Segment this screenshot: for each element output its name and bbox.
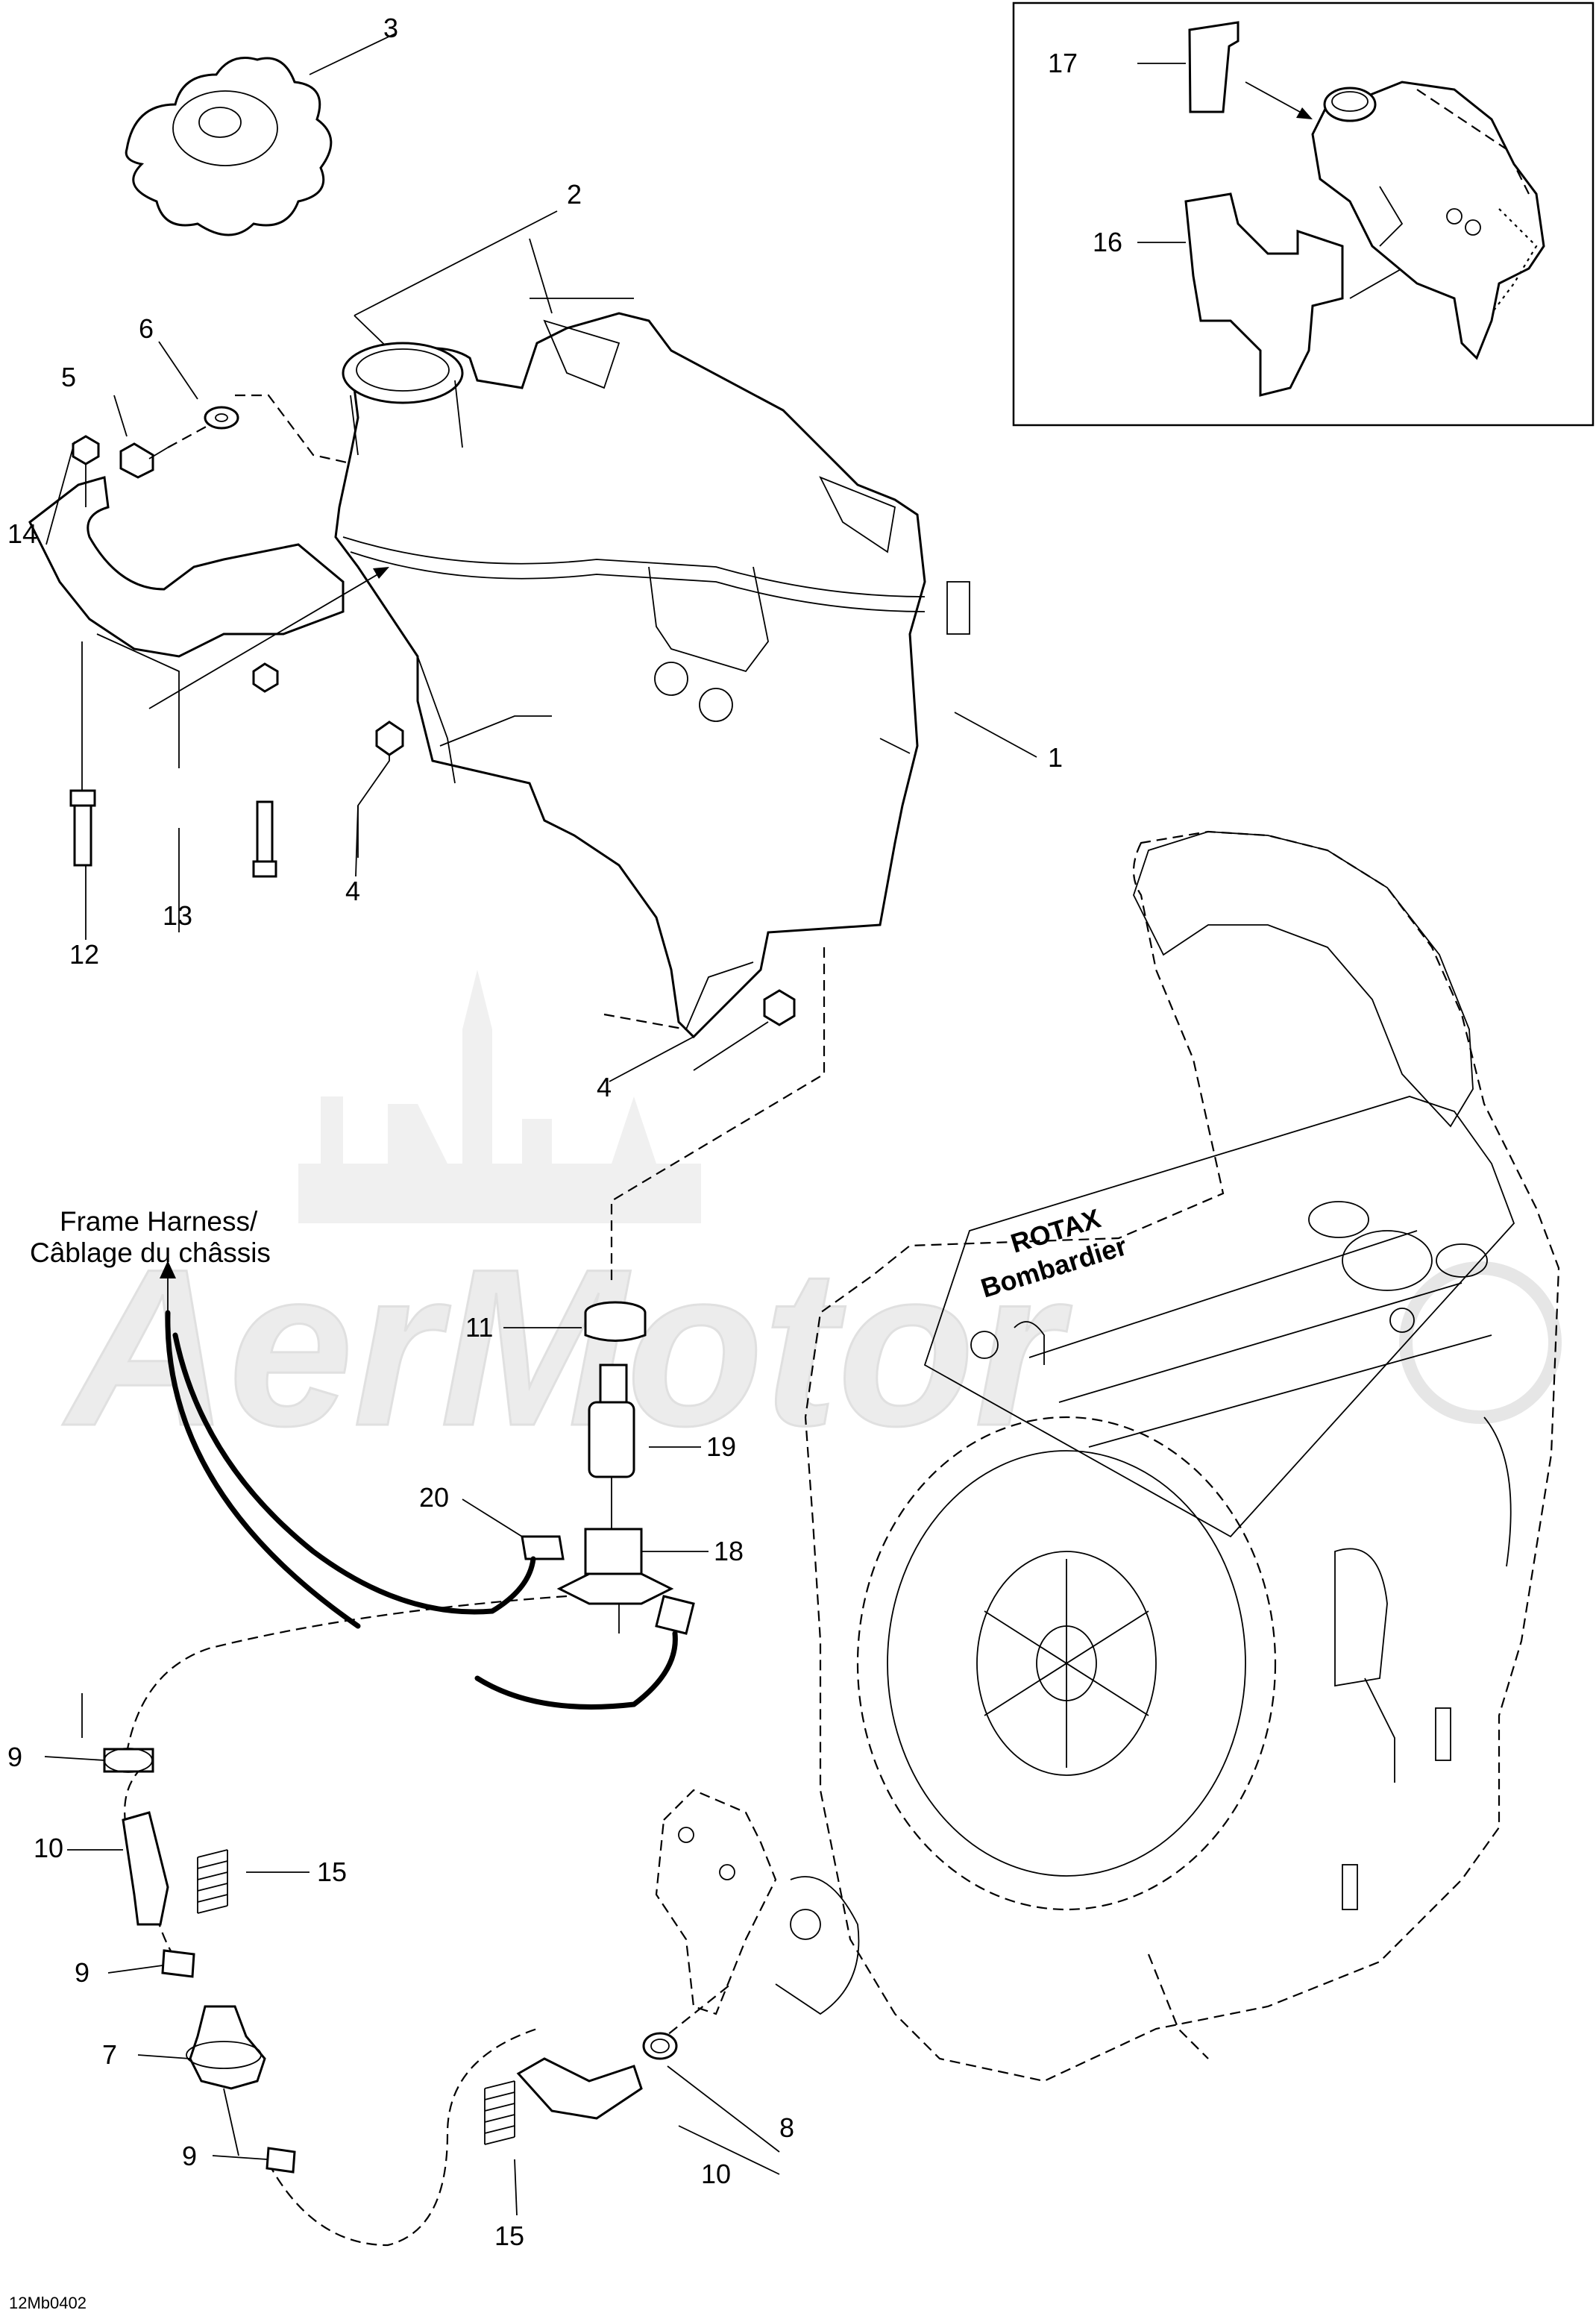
nut-part-14b <box>252 662 279 693</box>
callout-9-c: 9 <box>182 2141 197 2171</box>
fuel-pickup-part-19 <box>588 1363 635 1529</box>
connector-part-20b <box>655 1595 695 1635</box>
watermark: AerMotor <box>59 970 1562 1474</box>
callout-5: 5 <box>61 362 76 392</box>
inset-tank <box>1311 81 1545 360</box>
callout-11: 11 <box>465 1312 493 1343</box>
clamp-part-9c <box>266 2147 296 2174</box>
callout-19: 19 <box>706 1431 736 1462</box>
arrow-17 <box>1245 81 1307 116</box>
fuel-cap-part-3 <box>125 57 333 236</box>
tank-filler-neck <box>342 342 464 404</box>
hose-part-10b <box>516 2057 643 2120</box>
fuel-pump <box>655 1789 860 2015</box>
fuel-filter-part-7 <box>186 2005 266 2156</box>
watermark-church-silhouette <box>298 970 701 1223</box>
harness-label-line1: Frame Harness/ <box>60 1206 258 1237</box>
arrow-head-17 <box>1296 107 1313 119</box>
leader-2 <box>354 210 558 316</box>
callout-9-a: 9 <box>7 1742 22 1772</box>
bolt-part-5 <box>119 442 169 479</box>
callout-4-upper: 4 <box>345 876 360 906</box>
grommet-part-11 <box>584 1301 647 1342</box>
callout-3: 3 <box>383 13 398 43</box>
callout-9-b: 9 <box>75 1957 89 1988</box>
leader-lines <box>44 33 1186 2216</box>
callout-18: 18 <box>714 1536 744 1566</box>
connector-part-20 <box>521 1535 565 1560</box>
callout-2: 2 <box>567 179 582 210</box>
shield-part-12 <box>28 476 345 768</box>
clamp-part-9a <box>103 1748 154 1773</box>
callout-10-a: 10 <box>34 1833 63 1863</box>
callout-12: 13 <box>163 900 192 931</box>
nut-part-14 <box>72 435 100 507</box>
callout-20: 20 <box>419 1482 449 1513</box>
callout-6: 6 <box>139 313 154 344</box>
inset-tank-filler-neck <box>1323 87 1377 122</box>
nut-part-4b <box>693 989 796 1071</box>
callout-numbers: 3 2 1 6 5 14 4 13 12 4 11 19 20 18 9 10 … <box>7 13 1122 2251</box>
watermark-wheel <box>1399 1261 1562 1424</box>
decal-part-17 <box>1188 21 1240 113</box>
sensor-part-18 <box>556 1528 674 1634</box>
gasket-part-16 <box>1184 192 1344 397</box>
callout-15-a: 15 <box>317 1857 347 1887</box>
nut-part-4a <box>357 721 404 858</box>
callout-13: 12 <box>69 939 99 970</box>
inset-panel <box>1012 1 1595 427</box>
callout-10-b: 10 <box>701 2159 731 2189</box>
engine-flywheel <box>856 1416 1277 1911</box>
clamp-part-8 <box>642 2032 678 2060</box>
diagram-code: 12Mb0402 <box>9 2294 87 2312</box>
callout-16: 16 <box>1093 227 1122 257</box>
callout-15-b: 15 <box>494 2221 524 2251</box>
clamp-part-9b <box>161 1949 195 1978</box>
spring-part-15a <box>197 1849 228 1914</box>
watermark-text: AerMotor <box>60 1222 1072 1472</box>
callout-4-lower: 4 <box>597 1072 612 1102</box>
callout-17: 17 <box>1048 48 1078 78</box>
callout-14: 14 <box>7 518 37 549</box>
callout-1: 1 <box>1048 742 1063 773</box>
bolt-part-13 <box>69 641 96 867</box>
harness-label-line2: Câblage du châssis <box>30 1237 271 1268</box>
bolt-part-13b <box>252 800 277 878</box>
fuel-tank-part-1 <box>334 238 970 1039</box>
washer-part-6 <box>204 406 239 430</box>
callout-7: 7 <box>102 2039 117 2070</box>
hose-part-10a <box>122 1811 169 1926</box>
callout-8: 8 <box>779 2112 794 2143</box>
spring-part-15b <box>484 2080 515 2145</box>
arrow-14 <box>148 570 385 709</box>
harness-label: Frame Harness/ Câblage du châssis <box>30 1206 271 1268</box>
